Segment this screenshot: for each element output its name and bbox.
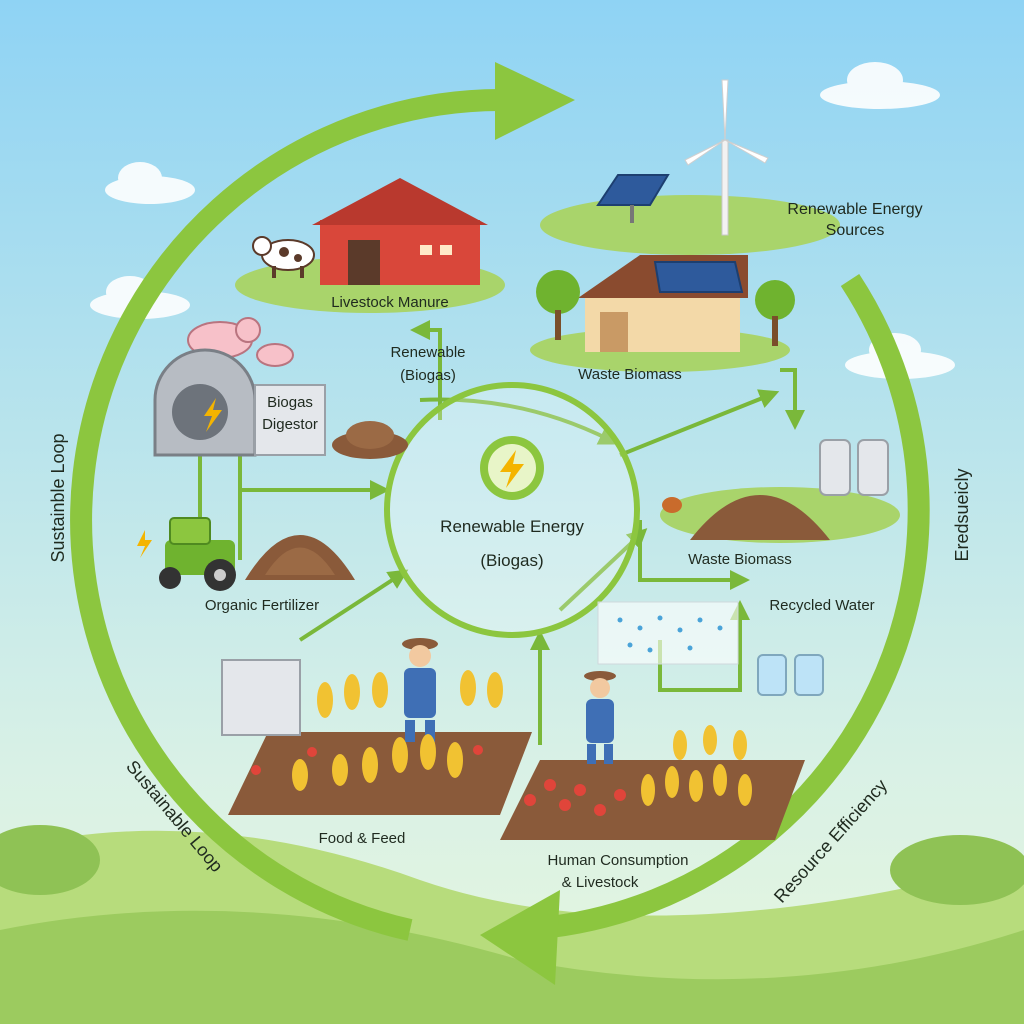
biogas-digestor-icon (153, 348, 408, 459)
label-biogas-digestor-2: Digestor (262, 416, 318, 433)
barn-icon (312, 178, 488, 285)
solar-panel-icon (596, 174, 670, 223)
ring-arrow-right (509, 273, 930, 941)
ring-label-right-upper: Eredsueicly (952, 468, 972, 561)
ring-arrowheads (480, 62, 575, 985)
farmhouse-icon (530, 255, 795, 372)
farmer-icon (402, 638, 438, 742)
arrowhead-top (495, 62, 575, 140)
center-subtitle: (Biogas) (480, 551, 543, 570)
ring-label-left-upper: Sustainble Loop (48, 433, 68, 562)
lightning-bolt-icon (480, 436, 544, 500)
label-renewable-biogas-1: Renewable (390, 344, 465, 361)
inner-circle (384, 382, 640, 638)
crop-field-right (500, 671, 805, 840)
label-renewable-sources-1: Renewable Energy (787, 201, 922, 218)
tomato-icon (251, 745, 483, 775)
label-human-consumption-2: & Livestock (562, 874, 639, 891)
label-livestock-manure: Livestock Manure (331, 294, 449, 311)
wind-turbine-icon (684, 79, 769, 236)
storage-tank-icon (221, 659, 301, 736)
arrowhead-bottom (480, 890, 560, 985)
outer-ring (70, 89, 930, 941)
label-human-consumption-1: Human Consumption (548, 852, 689, 869)
cow-icon (252, 236, 315, 278)
tomato-icon (524, 779, 626, 816)
renewable-sources-island (540, 79, 840, 255)
center-title: Renewable Energy (440, 517, 584, 536)
label-renewable-sources-2: Sources (826, 222, 885, 239)
ring-arrow-left (70, 89, 501, 941)
label-biogas-digestor-1: Biogas (267, 394, 313, 411)
label-renewable-biogas-2: (Biogas) (400, 367, 456, 384)
label-food-feed: Food & Feed (319, 830, 406, 847)
tractor-icon (137, 517, 236, 591)
rain-panel-icon (597, 601, 739, 665)
label-waste-biomass-top: Waste Biomass (578, 366, 682, 383)
livestock-barn-island (235, 178, 505, 313)
crop-field-left (221, 638, 532, 815)
label-recycled-water: Recycled Water (769, 597, 874, 614)
water-tank-icon (757, 439, 889, 696)
fertilizer-pile-icon (245, 535, 355, 580)
tree-icon (536, 270, 795, 346)
label-waste-biomass-right: Waste Biomass (688, 551, 792, 568)
compost-island (660, 487, 900, 543)
corn-icon (292, 670, 503, 791)
label-organic-fertilizer: Organic Fertilizer (205, 597, 319, 614)
farmer-icon (584, 671, 616, 764)
corn-icon (641, 725, 752, 806)
